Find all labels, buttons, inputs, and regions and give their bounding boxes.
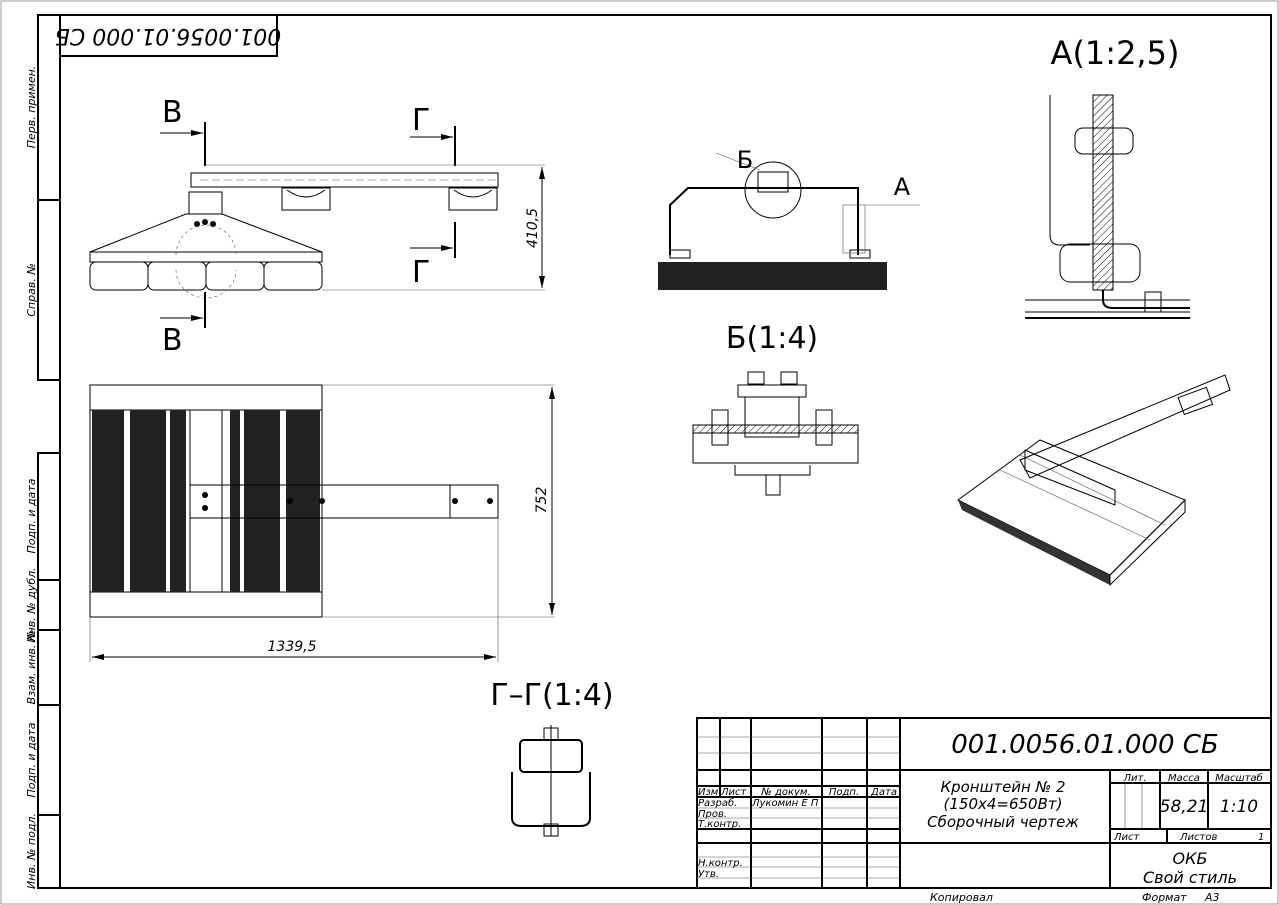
dimension-height: 410,5 (525, 208, 541, 248)
detail-a-title: А(1:2,5) (1051, 34, 1180, 72)
dimension-depth: 752 (534, 487, 550, 514)
sheet-label: Лист (1113, 832, 1141, 843)
name-line-3: Сборочный чертеж (927, 813, 1079, 831)
isometric-view (957, 374, 1231, 587)
sheets-count: 1 (1258, 832, 1264, 843)
mass-value: 58,21 (1160, 797, 1209, 817)
scale-value: 1:10 (1220, 797, 1258, 817)
dimension-length: 1339,5 (268, 639, 317, 655)
header-list: Лист (720, 787, 748, 798)
detail-b: Б(1:4) (692, 321, 859, 496)
section-label: В (162, 323, 183, 358)
stamp-text: 001.0056.01.000 СБ (55, 23, 281, 48)
section-gg-title: Г–Г(1:4) (490, 678, 613, 713)
org-line-1: ОКБ (1173, 849, 1208, 868)
title-block: 001.0056.01.000 СБ Кронштейн № 2 (150x4=… (696, 717, 1272, 889)
detail-b-title: Б(1:4) (726, 321, 818, 356)
strip-label: Подп. и дата (25, 478, 38, 553)
section-label: Г (412, 103, 430, 138)
strip-label: Инв. № подл. (25, 813, 38, 889)
strip-label: Инв. № дубл. (25, 567, 38, 642)
section-gg: Г–Г(1:4) (490, 678, 614, 837)
role-label: Т.контр. (698, 819, 741, 830)
drawing-frame (59, 14, 1272, 889)
strip-label: Подп. и дата (25, 722, 38, 797)
detail-b-label: Б (737, 146, 753, 174)
name-line-1: Кронштейн № 2 (940, 778, 1065, 796)
strip-label: Справ. № (25, 263, 38, 317)
front-view: В В Г Г 410,5 (89, 95, 545, 358)
scale-label: Масштаб (1215, 772, 1263, 784)
sheets-label: Листов (1179, 832, 1217, 843)
developer-name: Лукомин Е П (751, 798, 819, 809)
designation: 001.0056.01.000 СБ (951, 730, 1219, 760)
header-doc: № докум. (760, 787, 810, 798)
side-view: Б А (658, 146, 920, 290)
role-label: Пров. (698, 809, 727, 820)
format-value: А3 (1204, 891, 1220, 904)
strip-label: Взам. инв. № (25, 630, 38, 705)
detail-a-label: А (894, 173, 911, 201)
role-label: Разраб. (698, 797, 737, 809)
copied-label: Копировал (930, 891, 993, 904)
designation-stamp-top: 001.0056.01.000 СБ (55, 14, 281, 57)
header-izm: Изм. (698, 787, 722, 798)
strip-label: Перв. примен. (25, 66, 38, 149)
header-sign: Подп. (829, 787, 859, 798)
plan-view: 752 1339,5 (89, 384, 555, 662)
role-label: Утв. (698, 869, 719, 880)
lit-label: Лит. (1122, 773, 1146, 784)
section-label: В (162, 95, 183, 130)
detail-a: А(1:2,5) (1025, 34, 1190, 319)
format-label: Формат (1142, 891, 1187, 904)
mass-label: Масса (1168, 773, 1200, 784)
role-label: Н.контр. (698, 858, 743, 869)
section-label: Г (412, 255, 430, 290)
name-line-2: (150x4=650Вт) (944, 795, 1063, 813)
header-date: Дата (870, 787, 897, 798)
org-line-2: Свой стиль (1143, 868, 1237, 887)
side-strip: Перв. примен. Справ. № Подп. и дата Инв.… (25, 14, 61, 889)
